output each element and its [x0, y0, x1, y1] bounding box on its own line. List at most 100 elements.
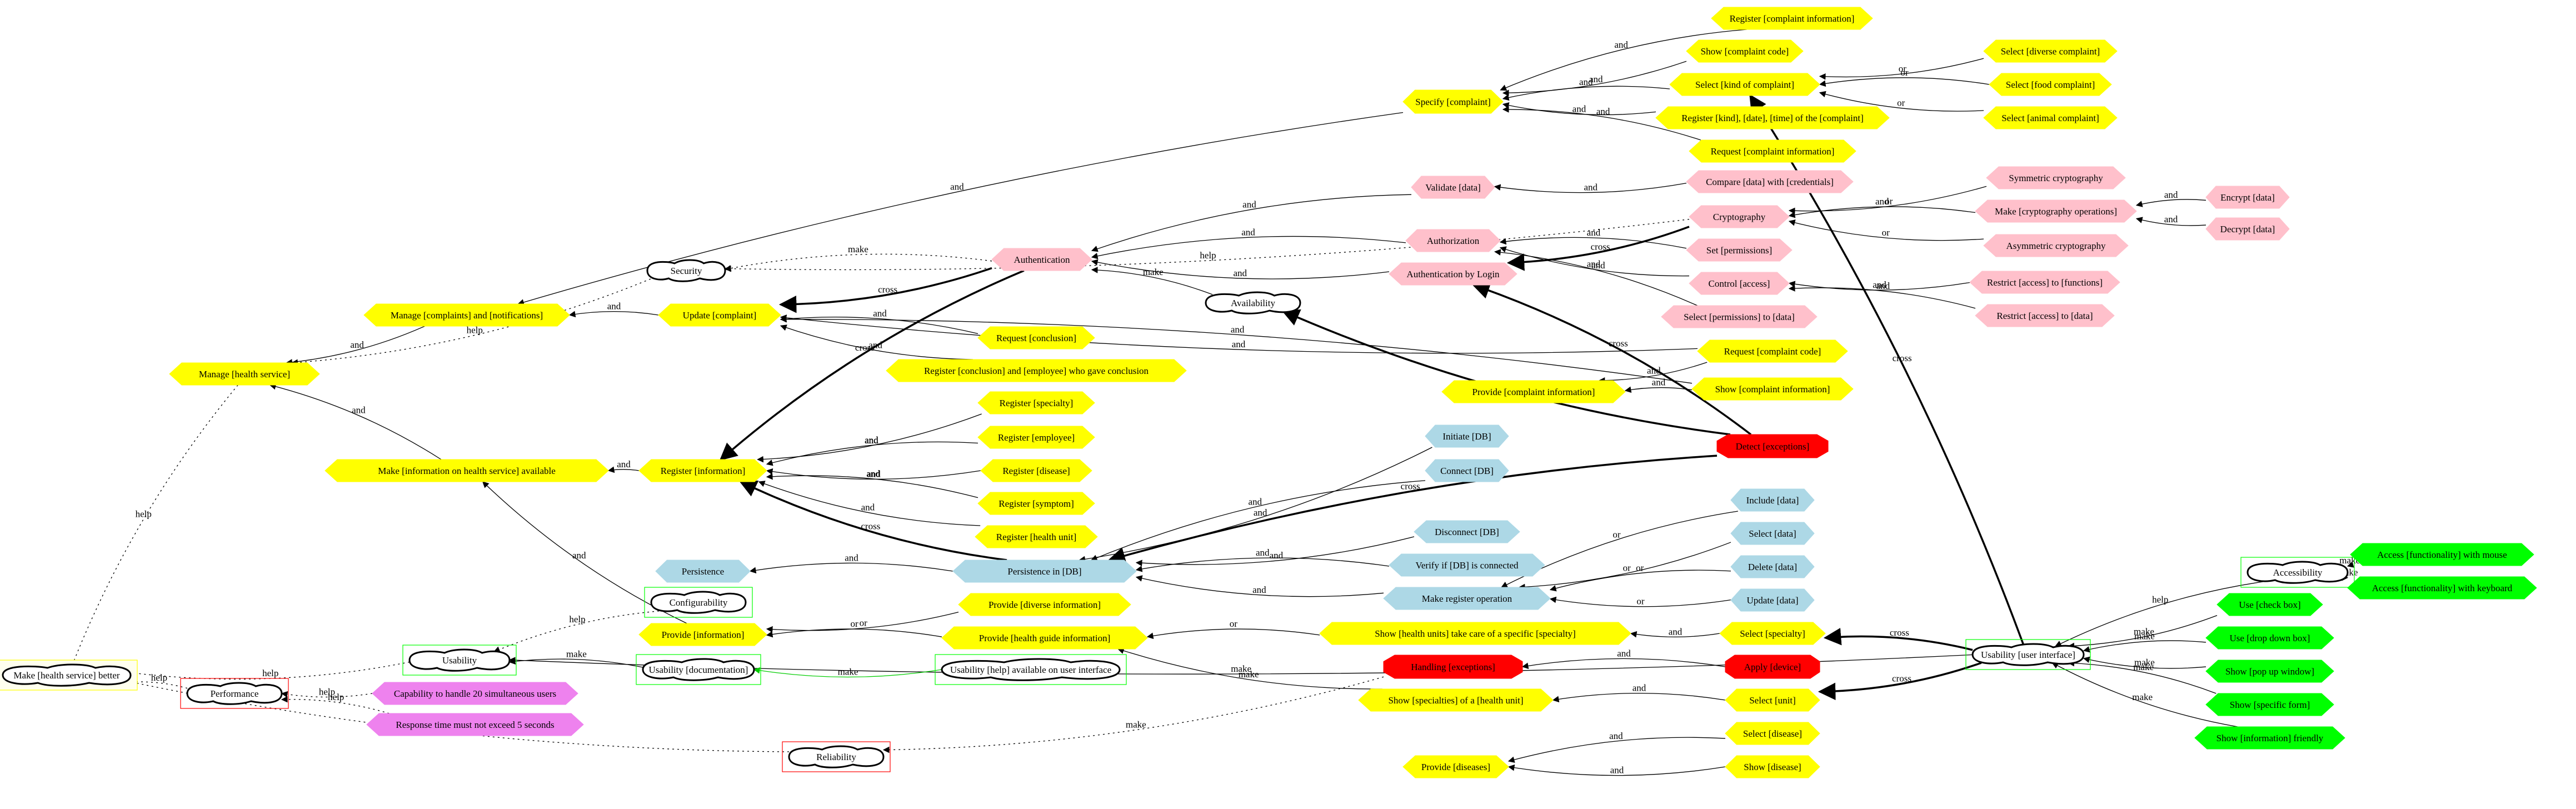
- edge-update-data-to-make-register-operation: [1549, 596, 1731, 607]
- node-compare-data-with-credentials: Compare [data] with [credentials]: [1686, 170, 1854, 193]
- node-detect-exceptions: Detect [exceptions]: [1716, 434, 1829, 458]
- edge-register-conclusion-employee-to-update-complaint: [780, 324, 974, 360]
- softgoal-usability-help: Usability [help] available on user inter…: [935, 654, 1127, 685]
- softgoal-make-health-service-better: Make [health service] better: [0, 660, 138, 691]
- edge-label: and: [873, 308, 887, 318]
- edge-label: make: [2134, 657, 2155, 667]
- node-shape: [1689, 205, 1790, 228]
- edge-label: cross: [1893, 353, 1912, 363]
- softgoal-cloud: [642, 658, 755, 681]
- softgoal-layer: SecurityAvailabilityConfigurabilityAcces…: [0, 259, 2355, 772]
- node-set-permissions: Set [permissions]: [1686, 238, 1793, 262]
- node-register-kind-date-time: Register [kind], [date], [time] of the […: [1655, 106, 1890, 129]
- node-register-specialty: Register [specialty]: [977, 391, 1095, 415]
- edge-show-specific-form-to-usability-user-interface: [2068, 660, 2216, 694]
- softgoal-cloud: [2, 663, 132, 687]
- node-register-information: Register [information]: [638, 459, 767, 482]
- edge-label: and: [1242, 199, 1256, 210]
- softgoal-label: Usability [documentation]: [649, 665, 748, 675]
- softgoal-cloud: [650, 591, 747, 614]
- node-label: Cryptography: [1713, 212, 1766, 222]
- node-shape: [1730, 522, 1815, 545]
- edge-select-kind-of-complaint-to-specify-complaint: [1502, 86, 1670, 101]
- edge-label: help: [569, 614, 585, 625]
- node-shape: [638, 459, 767, 482]
- node-delete-data: Delete [data]: [1730, 555, 1815, 578]
- edge-label: and: [617, 459, 631, 470]
- node-shape: [2216, 593, 2323, 616]
- node-shape: [658, 303, 781, 327]
- node-label: Show [information] friendly: [2216, 733, 2324, 743]
- edge-label: or: [860, 618, 868, 628]
- node-label: Show [pop up window]: [2225, 666, 2314, 677]
- node-show-complaint-code: Show [complaint code]: [1686, 39, 1804, 63]
- node-label: Provide [diseases]: [1421, 762, 1490, 772]
- node-use-drop-down-box: Use [drop down box]: [2205, 626, 2334, 650]
- node-cryptography: Cryptography: [1689, 205, 1790, 228]
- node-shape: [1425, 425, 1509, 448]
- node-make-register-operation: Make register operation: [1383, 587, 1551, 610]
- node-label: Access [functionality] with keyboard: [2372, 583, 2513, 593]
- node-shape: [952, 560, 1137, 583]
- node-verify-db-connected: Verify if [DB] is connected: [1389, 553, 1545, 577]
- node-shape: [1986, 166, 2126, 189]
- softgoal-accessibility: Accessibility: [2240, 557, 2355, 588]
- node-shape: [977, 492, 1095, 515]
- node-shape: [638, 623, 767, 646]
- edge-label: and: [1596, 106, 1610, 117]
- node-label: Show [complaint code]: [1701, 46, 1789, 57]
- node-label: Register [disease]: [1002, 466, 1070, 476]
- softgoal-label: Accessibility: [2273, 567, 2323, 578]
- edge-label: cross: [878, 284, 897, 294]
- node-shape: [1983, 106, 2118, 129]
- node-symmetric-cryptography: Symmetric cryptography: [1986, 166, 2126, 189]
- node-label: Show [specialties] of a [health unit]: [1388, 695, 1523, 706]
- edge-label: help: [2152, 595, 2168, 605]
- softgoal-cloud: [408, 648, 511, 672]
- edge-label: or: [1636, 563, 1644, 573]
- edge-cryptography-to-security: [724, 218, 1690, 272]
- edge-label: make: [848, 244, 868, 254]
- edge-manage-health-service-to-make-health-service-better: [71, 384, 238, 668]
- edge-use-drop-down-box-to-usability-user-interface: [2083, 640, 2206, 653]
- node-show-health-units-specialty: Show [health units] take care of a speci…: [1319, 622, 1631, 645]
- node-provide-complaint-information: Provide [complaint information]: [1441, 380, 1626, 403]
- softgoal-cloud: [788, 745, 885, 768]
- node-shape: [886, 359, 1187, 382]
- node-show-information-friendly: Show [information] friendly: [2194, 726, 2345, 750]
- edge-select-animal-complaint-to-select-kind-of-complaint: [1819, 91, 1984, 112]
- node-show-complaint-information: Show [complaint information]: [1691, 377, 1854, 401]
- node-control-access: Control [access]: [1689, 272, 1790, 295]
- node-validate-data: Validate [data]: [1411, 176, 1495, 199]
- edge-compare-data-with-credentials-to-validate-data: [1494, 182, 1687, 193]
- node-label: Select [kind of complaint]: [1695, 79, 1794, 90]
- node-label: Set [permissions]: [1706, 245, 1773, 256]
- node-label: Use [check box]: [2239, 600, 2300, 610]
- edge-delete-data-to-make-register-operation: [1549, 570, 1731, 592]
- node-label: Provide [health guide information]: [979, 633, 1111, 643]
- node-label: Capability to handle 20 simultaneous use…: [394, 688, 556, 699]
- node-label: Show [specific form]: [2230, 700, 2310, 710]
- node-label: Restrict [access] to [data]: [1996, 311, 2093, 321]
- node-restrict-access-data: Restrict [access] to [data]: [1975, 304, 2115, 327]
- node-initiate-db: Initiate [DB]: [1425, 425, 1509, 448]
- edge-label: and: [1614, 39, 1628, 50]
- node-shape: [977, 326, 1095, 349]
- softgoal-label: Security: [671, 266, 702, 276]
- node-label: Persistence: [682, 566, 724, 577]
- node-label: Select [disease]: [1743, 728, 1802, 739]
- edge-label: and: [950, 181, 964, 192]
- node-shape: [1697, 339, 1848, 363]
- edge-label: make: [1143, 267, 1164, 277]
- edge-authentication-to-update-complaint: [778, 267, 992, 313]
- edge-request-complaint-code-to-update-complaint: [780, 314, 1698, 354]
- node-manage-complaints-notifications: Manage [complaints] and [notifications]: [363, 303, 570, 327]
- node-label: Provide [diverse information]: [989, 600, 1101, 610]
- edge-authentication-to-security: [724, 253, 992, 272]
- edge-register-complaint-information-to-specify-complaint: [1500, 29, 1747, 91]
- softgoal-box: [402, 645, 517, 676]
- node-shape: [169, 362, 320, 386]
- edge-label: and: [1252, 585, 1266, 595]
- softgoal-box: [935, 654, 1127, 685]
